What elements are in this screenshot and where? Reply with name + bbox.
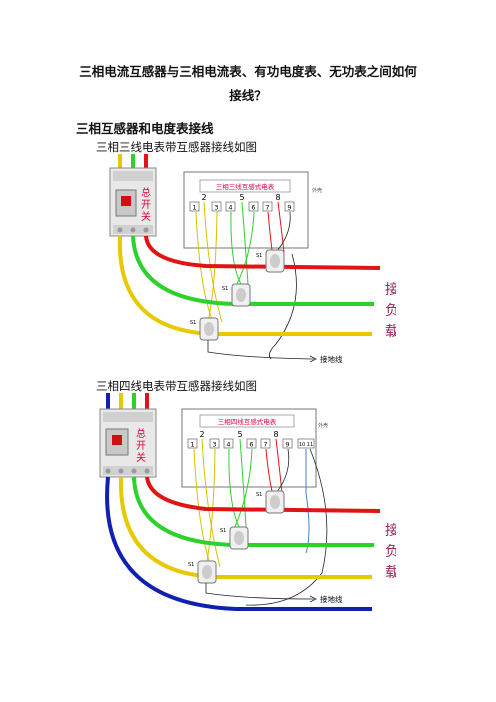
housing-label: 外壳	[318, 422, 328, 429]
ct-label: S1	[222, 286, 228, 292]
load-label-3: 载	[385, 565, 396, 581]
terminal-1: 1	[192, 204, 196, 212]
ct-label: S1	[220, 528, 226, 534]
terminal-10-11: 10 11	[299, 442, 313, 448]
terminal-9: 9	[287, 204, 291, 212]
load-label-3: 载	[385, 324, 396, 340]
main-breaker	[99, 408, 157, 478]
terminal-8: 8	[273, 430, 278, 439]
terminal-3: 3	[212, 441, 216, 449]
terminal-6: 6	[249, 441, 253, 449]
terminal-5: 5	[239, 193, 244, 202]
meter-title: 三相四线互感式电表	[218, 417, 277, 426]
current-transformer	[197, 490, 285, 584]
terminal-3: 3	[214, 204, 218, 212]
load-label-2: 负	[385, 544, 396, 560]
ct-label: S1	[256, 253, 262, 259]
page-title: 三相电流互感器与三相电流表、有功电度表、无功表之间如何 接线？	[60, 60, 436, 108]
load-label-2: 负	[385, 303, 396, 319]
terminal-1: 1	[190, 441, 194, 449]
breaker-label-1: 总	[141, 186, 151, 199]
ct-label: S1	[188, 562, 194, 568]
terminal-4: 4	[228, 204, 232, 212]
section-heading: 三相互感器和电度表接线	[76, 121, 214, 136]
ct-label: S1	[256, 492, 262, 498]
terminal-5: 5	[237, 430, 242, 439]
figure2-diagram: 总 开 关 三相四线互感式电表 外壳 1 2 3 4 5 6 7 8 9 10	[96, 393, 396, 625]
breaker-label-2: 开	[141, 200, 151, 211]
page-title-line1: 三相电流互感器与三相电流表、有功电度表、无功表之间如何	[79, 64, 417, 79]
terminal-7: 7	[263, 441, 267, 449]
page-title-line2: 接线？	[229, 88, 267, 103]
terminal-2: 2	[201, 193, 206, 202]
breaker-label-1: 总	[136, 427, 146, 440]
breaker-label-3: 关	[136, 451, 146, 464]
breaker-label-2: 开	[136, 441, 146, 452]
ground-label: 接地线	[320, 354, 343, 364]
figure1-diagram: 总 开 关 三相三线互感式电表 外壳 1 2 3 4 5 6 7 8 9	[96, 154, 396, 368]
current-transformer	[199, 249, 285, 341]
terminal-9: 9	[285, 441, 289, 449]
main-breaker	[109, 167, 157, 237]
meter-title: 三相三线互感式电表	[216, 182, 275, 191]
ct-label: S1	[190, 320, 196, 326]
terminal-8: 8	[275, 193, 280, 202]
terminal-2: 2	[199, 430, 204, 439]
load-label-1: 接	[385, 522, 396, 539]
load-label-1: 接	[385, 281, 396, 298]
terminal-7: 7	[265, 204, 269, 212]
terminal-row: 1 2 3 4 5 6 7 8 9	[189, 193, 295, 212]
housing-label: 外壳	[312, 187, 322, 194]
terminal-6: 6	[251, 204, 255, 212]
ground-label: 接地线	[320, 594, 343, 604]
figure1-caption: 三相三线电表带互感器接线如图	[96, 140, 257, 154]
breaker-label-3: 关	[141, 210, 151, 223]
figure2-caption: 三相四线电表带互感器接线如图	[96, 379, 257, 393]
terminal-4: 4	[226, 441, 230, 449]
terminal-row: 1 2 3 4 5 6 7 8 9 10 11	[187, 430, 315, 449]
